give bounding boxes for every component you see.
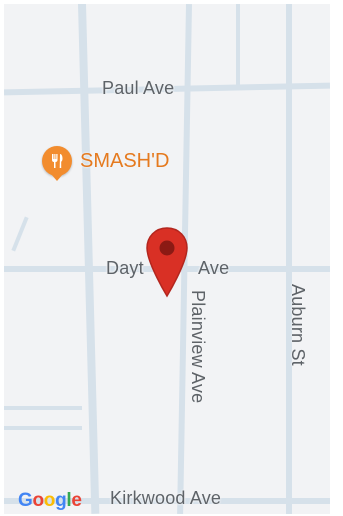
road-minor-curve (11, 216, 29, 252)
google-logo-g1: G (18, 490, 33, 511)
road-label-dayton-ave-left: Dayt (106, 258, 144, 278)
road-auburn-st (286, 4, 292, 514)
road-label-dayton-ave-right: Ave (198, 258, 230, 278)
road-label-plainview-ave: Plainview Ave (188, 290, 208, 404)
poi-smashd[interactable]: SMASH'D (42, 146, 169, 176)
road-label-paul-ave: Paul Ave (102, 78, 175, 98)
google-logo-e: e (71, 490, 82, 511)
road-kirkwood-ave (4, 498, 330, 504)
road-label-kirkwood-ave: Kirkwood Ave (110, 488, 222, 508)
location-pin-icon[interactable] (144, 226, 190, 298)
google-logo-o1: o (32, 490, 44, 511)
road-minor-west-2 (4, 426, 82, 430)
road-minor-north (236, 4, 240, 86)
google-logo: Google (18, 490, 82, 512)
restaurant-icon (42, 146, 72, 176)
google-logo-o2: o (43, 490, 56, 511)
road-label-auburn-st: Auburn St (288, 284, 308, 366)
poi-name: SMASH'D (80, 149, 170, 172)
road-main-vertical (78, 4, 100, 514)
google-logo-l: l (66, 490, 72, 511)
google-logo-g2: g (55, 490, 67, 511)
road-minor-west (4, 406, 82, 410)
map-canvas[interactable]: Paul Ave Dayt Ave Plainview Ave Auburn S… (4, 4, 330, 514)
